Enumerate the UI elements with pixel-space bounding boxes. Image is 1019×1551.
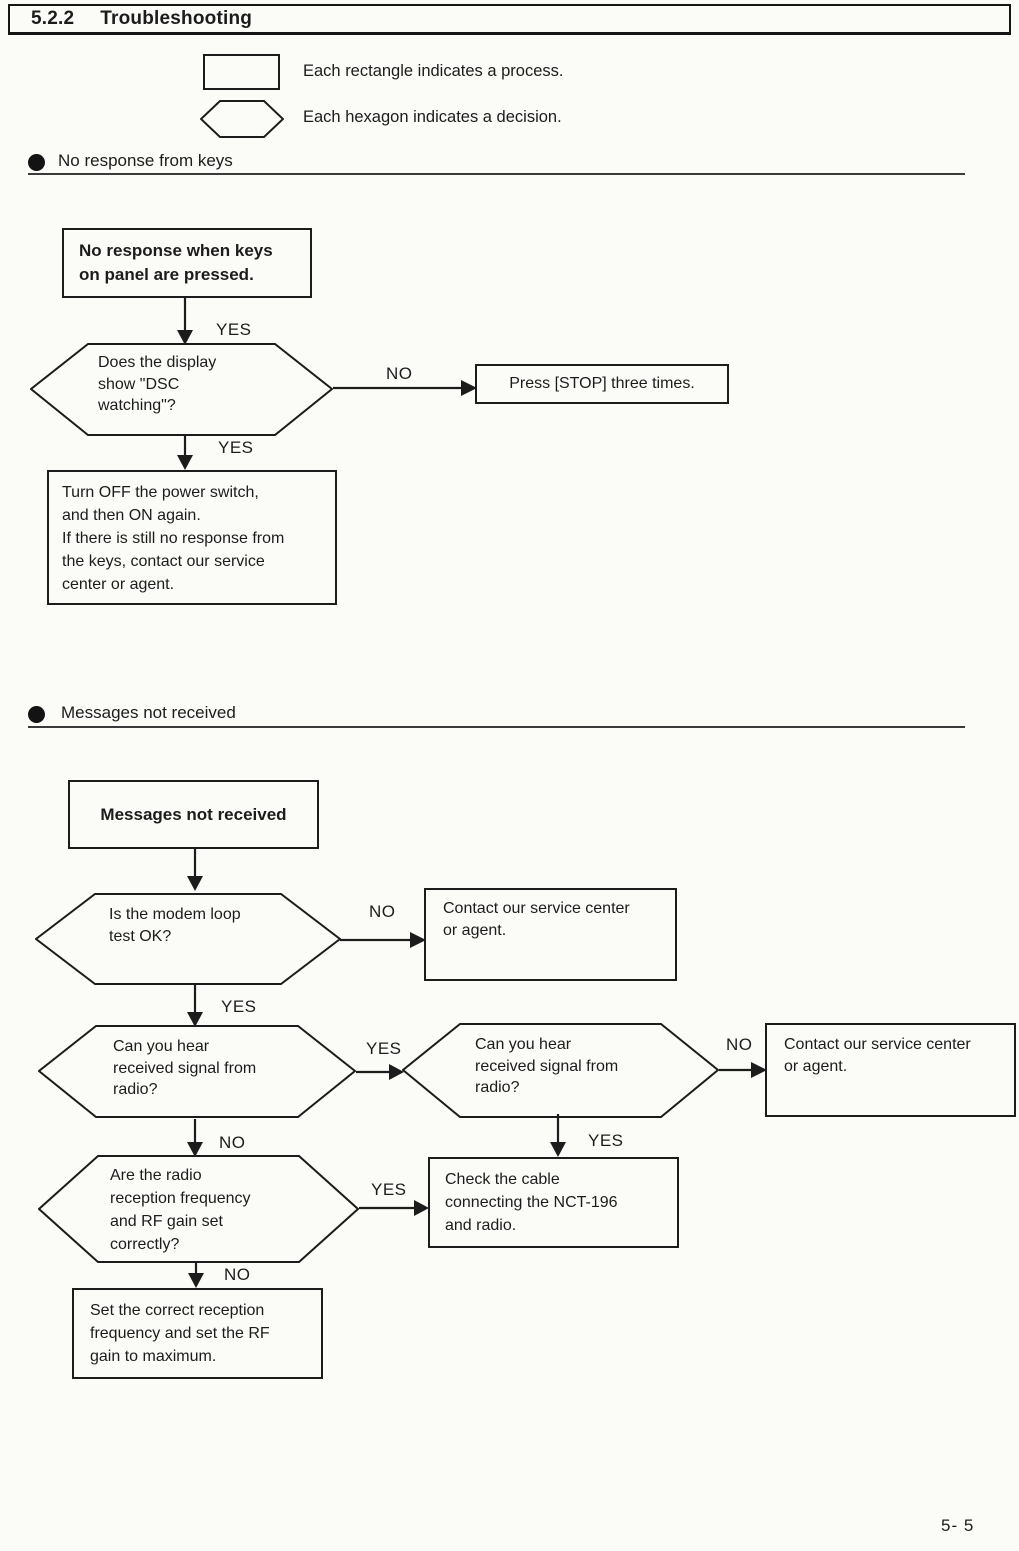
section-header: 5.2.2 Troubleshooting	[8, 4, 1011, 35]
section1-heading: No response from keys	[58, 151, 233, 170]
flow2-decision-hear-text-2: Can you hear received signal from radio?	[475, 1036, 619, 1096]
flow2-decision-modem-hexagon: Is the modem loop test OK?	[35, 893, 341, 985]
legend-decision-shape	[200, 100, 284, 138]
flow2-no-label-2: NO	[726, 1035, 753, 1054]
legend-process-label: Each rectangle indicates a process.	[303, 62, 564, 80]
bullet-icon	[28, 154, 45, 171]
flow2-no-label-3: NO	[219, 1133, 246, 1152]
flow2-contact-service-box-2: Contact our service center or agent.	[765, 1023, 1016, 1117]
flow2-decision-hear-hexagon-1: Can you hear received signal from radio?	[38, 1025, 356, 1118]
flow1-power-cycle-box: Turn OFF the power switch, and then ON a…	[47, 470, 337, 605]
flow1-start-box: No response when keys on panel are press…	[62, 228, 312, 298]
page-number: 5- 5	[941, 1516, 975, 1535]
section2-heading: Messages not received	[61, 703, 236, 722]
flow2-yes-label-3: YES	[588, 1131, 624, 1150]
flow1-yes-label-1: YES	[216, 320, 252, 339]
flow2-no-label-4: NO	[224, 1265, 251, 1284]
flow2-no-label-1: NO	[369, 902, 396, 921]
flow2-contact-service-box-1: Contact our service center or agent.	[424, 888, 677, 981]
flow2-start-box: Messages not received	[68, 780, 319, 849]
section-number: 5.2.2	[31, 8, 75, 29]
flow2-decision-modem-text: Is the modem loop test OK?	[109, 906, 241, 945]
bullet-icon	[28, 706, 45, 723]
section2-rule	[28, 726, 965, 728]
flow1-decision-display-text: Does the display show "DSC watching"?	[98, 354, 217, 414]
flow2-decision-frequency-hexagon: Are the radio reception frequency and RF…	[38, 1155, 359, 1263]
flow2-yes-label-4: YES	[371, 1180, 407, 1199]
flow2-decision-frequency-text: Are the radio reception frequency and RF…	[110, 1167, 251, 1253]
flow1-no-label: NO	[386, 364, 413, 383]
flow2-decision-hear-text-1: Can you hear received signal from radio?	[113, 1038, 257, 1098]
flow1-press-stop-box: Press [STOP] three times.	[475, 364, 729, 404]
legend-process-shape	[203, 54, 280, 90]
flow2-yes-label-2: YES	[366, 1039, 402, 1058]
section1-rule	[28, 173, 965, 175]
flow2-set-frequency-box: Set the correct reception frequency and …	[72, 1288, 323, 1379]
page-title: Troubleshooting	[100, 8, 253, 29]
flow1-yes-label-2: YES	[218, 438, 254, 457]
flow2-decision-hear-hexagon-2: Can you hear received signal from radio?	[402, 1023, 719, 1118]
flow2-yes-label-1: YES	[221, 997, 257, 1016]
legend-decision-label: Each hexagon indicates a decision.	[303, 108, 562, 126]
flow1-decision-display-hexagon: Does the display show "DSC watching"?	[30, 343, 333, 436]
flow2-check-cable-box: Check the cable connecting the NCT-196 a…	[428, 1157, 679, 1248]
